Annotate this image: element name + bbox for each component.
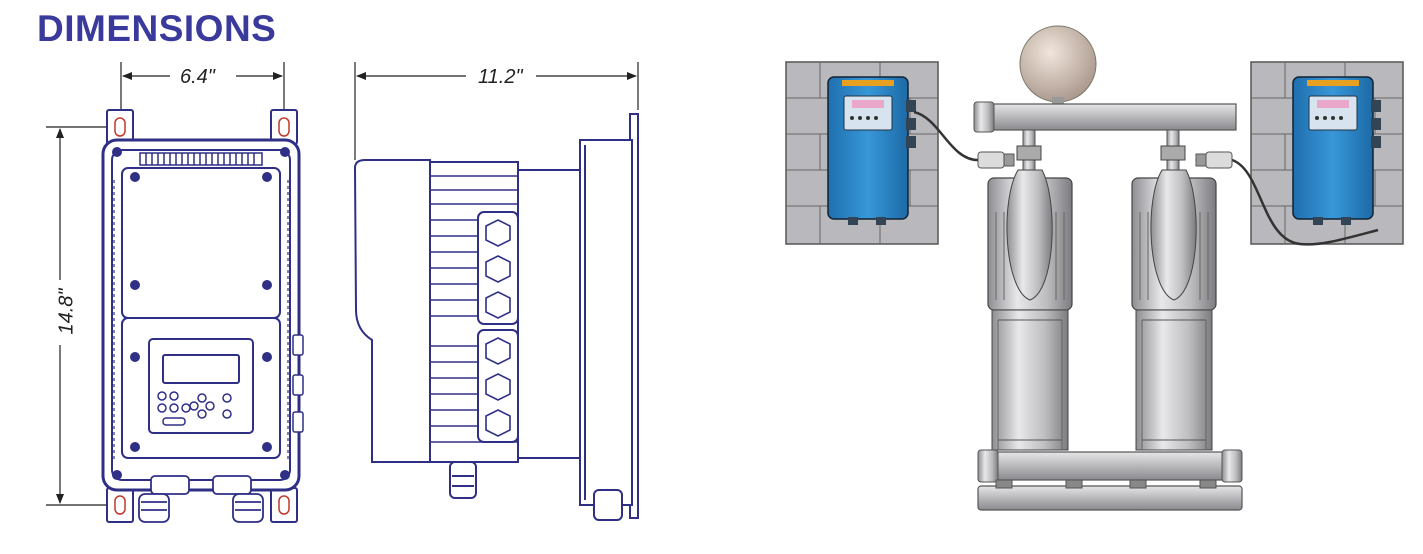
drive-front-view — [101, 109, 304, 523]
width-dimension-label: 6.4" — [176, 66, 219, 89]
drive-side-view — [353, 113, 639, 521]
pump-right — [1131, 169, 1217, 451]
depth-dimension-label: 11.2" — [474, 66, 527, 89]
pump-left — [987, 169, 1073, 451]
pump-booster-system — [785, 25, 1404, 511]
wall-panel-right — [1250, 61, 1404, 245]
wall-panel-left — [785, 61, 939, 245]
dimension-lines — [46, 62, 639, 506]
pressure-tank — [1019, 25, 1097, 107]
page-title: DIMENSIONS — [37, 8, 277, 49]
